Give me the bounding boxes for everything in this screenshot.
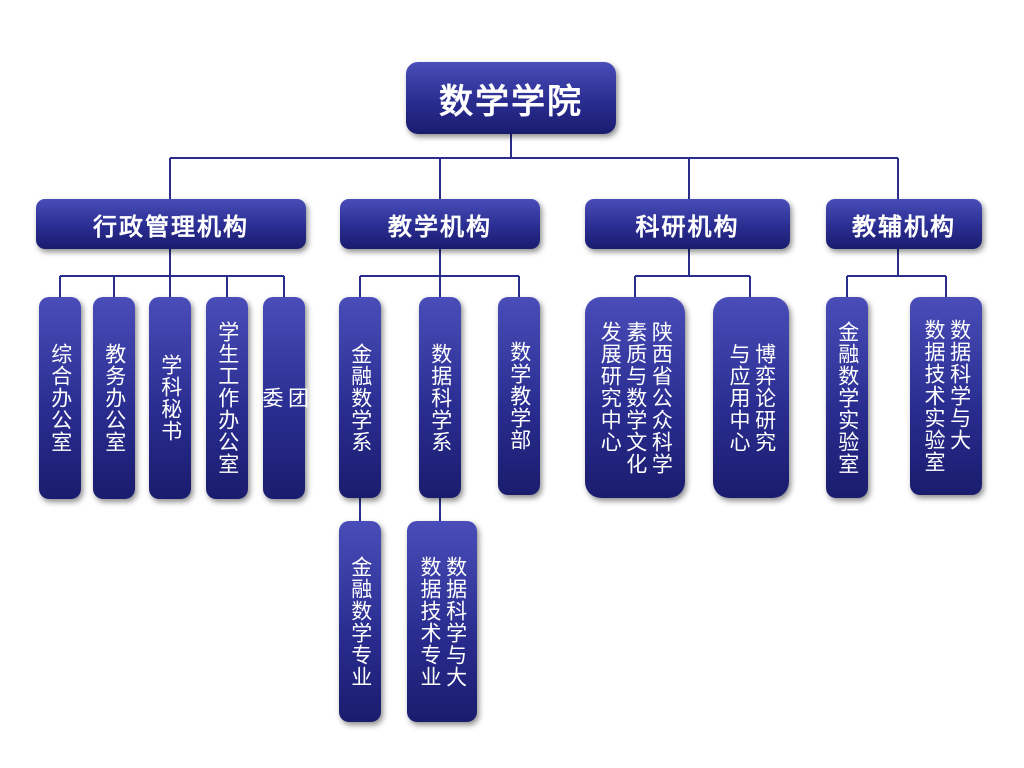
admin-unit-discipline-secretary: 学科秘书 bbox=[149, 297, 191, 499]
support-unit-label: 数据科学与大 数据技术实验室 bbox=[922, 319, 972, 473]
support-unit-financial-math-lab: 金融数学实验室 bbox=[826, 297, 868, 498]
major-label: 金融数学专业 bbox=[348, 555, 373, 688]
category-research: 科研机构 bbox=[585, 199, 790, 249]
teaching-unit-label: 数学教学部 bbox=[507, 341, 532, 451]
research-unit-label: 博弈论研究 与应用中心 bbox=[727, 342, 777, 453]
support-unit-data-tech-lab: 数据科学与大 数据技术实验室 bbox=[910, 297, 982, 495]
research-unit-public-science-center: 陕西省公众科学 素质与数学文化 发展研究中心 bbox=[585, 297, 685, 498]
admin-unit-label: 学生工作办公室 bbox=[215, 321, 240, 475]
major-financial-math: 金融数学专业 bbox=[339, 521, 381, 722]
support-unit-label: 金融数学实验室 bbox=[835, 320, 860, 475]
admin-unit-general-office: 综合办公室 bbox=[39, 297, 81, 499]
admin-unit-label: 学科秘书 bbox=[158, 354, 183, 442]
category-support: 教辅机构 bbox=[826, 199, 982, 249]
teaching-unit-label: 金融数学系 bbox=[348, 342, 373, 453]
research-unit-game-theory-center: 博弈论研究 与应用中心 bbox=[713, 297, 789, 498]
admin-unit-student-affairs: 学生工作办公室 bbox=[206, 297, 248, 499]
admin-unit-youth-league: 团 委 bbox=[260, 297, 310, 499]
major-data-science: 数据科学与大 数据技术专业 bbox=[407, 521, 477, 722]
teaching-unit-label: 数据科学系 bbox=[428, 342, 453, 453]
admin-unit-label: 教务办公室 bbox=[102, 343, 127, 453]
teaching-unit-data-science: 数据科学系 bbox=[419, 297, 461, 498]
admin-unit-label: 团 委 bbox=[260, 387, 310, 409]
admin-unit-label: 综合办公室 bbox=[48, 343, 73, 453]
major-label: 数据科学与大 数据技术专业 bbox=[418, 555, 468, 688]
research-unit-label: 陕西省公众科学 素质与数学文化 发展研究中心 bbox=[598, 320, 674, 475]
category-teaching: 教学机构 bbox=[340, 199, 540, 249]
root-node-math-school: 数学学院 bbox=[406, 62, 616, 134]
teaching-unit-math-teaching: 数学教学部 bbox=[498, 297, 540, 495]
teaching-unit-financial-math: 金融数学系 bbox=[339, 297, 381, 498]
admin-unit-academic-office: 教务办公室 bbox=[93, 297, 135, 499]
category-admin: 行政管理机构 bbox=[36, 199, 306, 249]
